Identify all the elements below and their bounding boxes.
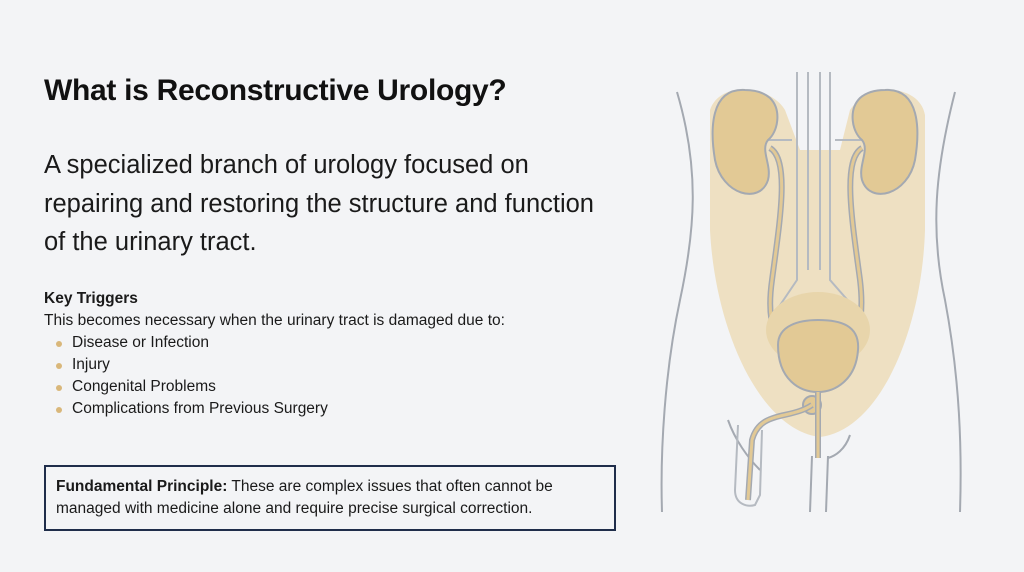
list-item: Congenital Problems bbox=[56, 376, 505, 398]
penis-outline bbox=[733, 424, 763, 507]
kidney-right bbox=[851, 88, 919, 195]
list-item: Disease or Infection bbox=[56, 332, 505, 354]
trigger-list: Disease or Infection Injury Congenital P… bbox=[44, 332, 505, 420]
bullet-icon bbox=[56, 385, 62, 391]
key-triggers-intro: This becomes necessary when the urinary … bbox=[44, 312, 505, 329]
list-item: Injury bbox=[56, 354, 505, 376]
key-triggers-heading: Key Triggers bbox=[44, 290, 138, 307]
kidney-left bbox=[711, 88, 779, 195]
principle-label: Fundamental Principle: bbox=[56, 478, 228, 495]
bullet-icon bbox=[56, 341, 62, 347]
bullet-icon bbox=[56, 407, 62, 413]
key-triggers-section: Key Triggers This becomes necessary when… bbox=[44, 288, 505, 420]
bullet-icon bbox=[56, 363, 62, 369]
bladder bbox=[776, 318, 860, 394]
slide-subtitle: A specialized branch of urology focused … bbox=[44, 151, 594, 256]
urethra bbox=[745, 392, 821, 501]
slide-title: What is Reconstructive Urology? bbox=[44, 74, 507, 107]
body-outline bbox=[660, 91, 962, 513]
fundamental-principle-box: Fundamental Principle: These are complex… bbox=[44, 465, 616, 531]
principle-text: These are complex issues that often cann… bbox=[56, 478, 553, 517]
list-item: Complications from Previous Surgery bbox=[56, 398, 505, 420]
